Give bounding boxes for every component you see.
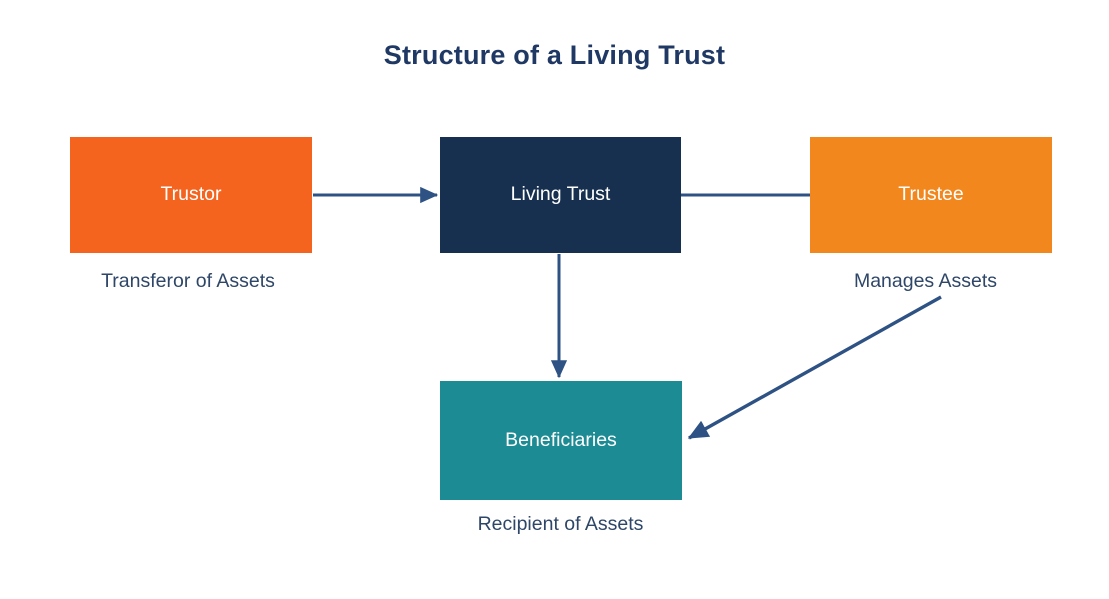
caption-trustor: Transferor of Assets	[101, 270, 275, 292]
caption-trustee: Manages Assets	[853, 270, 998, 292]
node-trustee-label: Trustee	[898, 183, 964, 206]
node-trustor[interactable]: Trustor	[70, 137, 312, 253]
edge-trustee-to-beneficiaries	[687, 295, 942, 440]
node-beneficiaries[interactable]: Beneficiaries	[440, 381, 682, 500]
node-living-trust[interactable]: Living Trust	[440, 137, 681, 253]
node-trustee[interactable]: Trustee	[810, 137, 1052, 253]
node-living-trust-label: Living Trust	[510, 183, 611, 206]
page-title: Structure of a Living Trust	[383, 40, 726, 70]
caption-beneficiaries: Recipient of Assets	[477, 513, 644, 535]
node-beneficiaries-label: Beneficiaries	[505, 428, 617, 451]
node-trustor-label: Trustor	[160, 183, 222, 206]
